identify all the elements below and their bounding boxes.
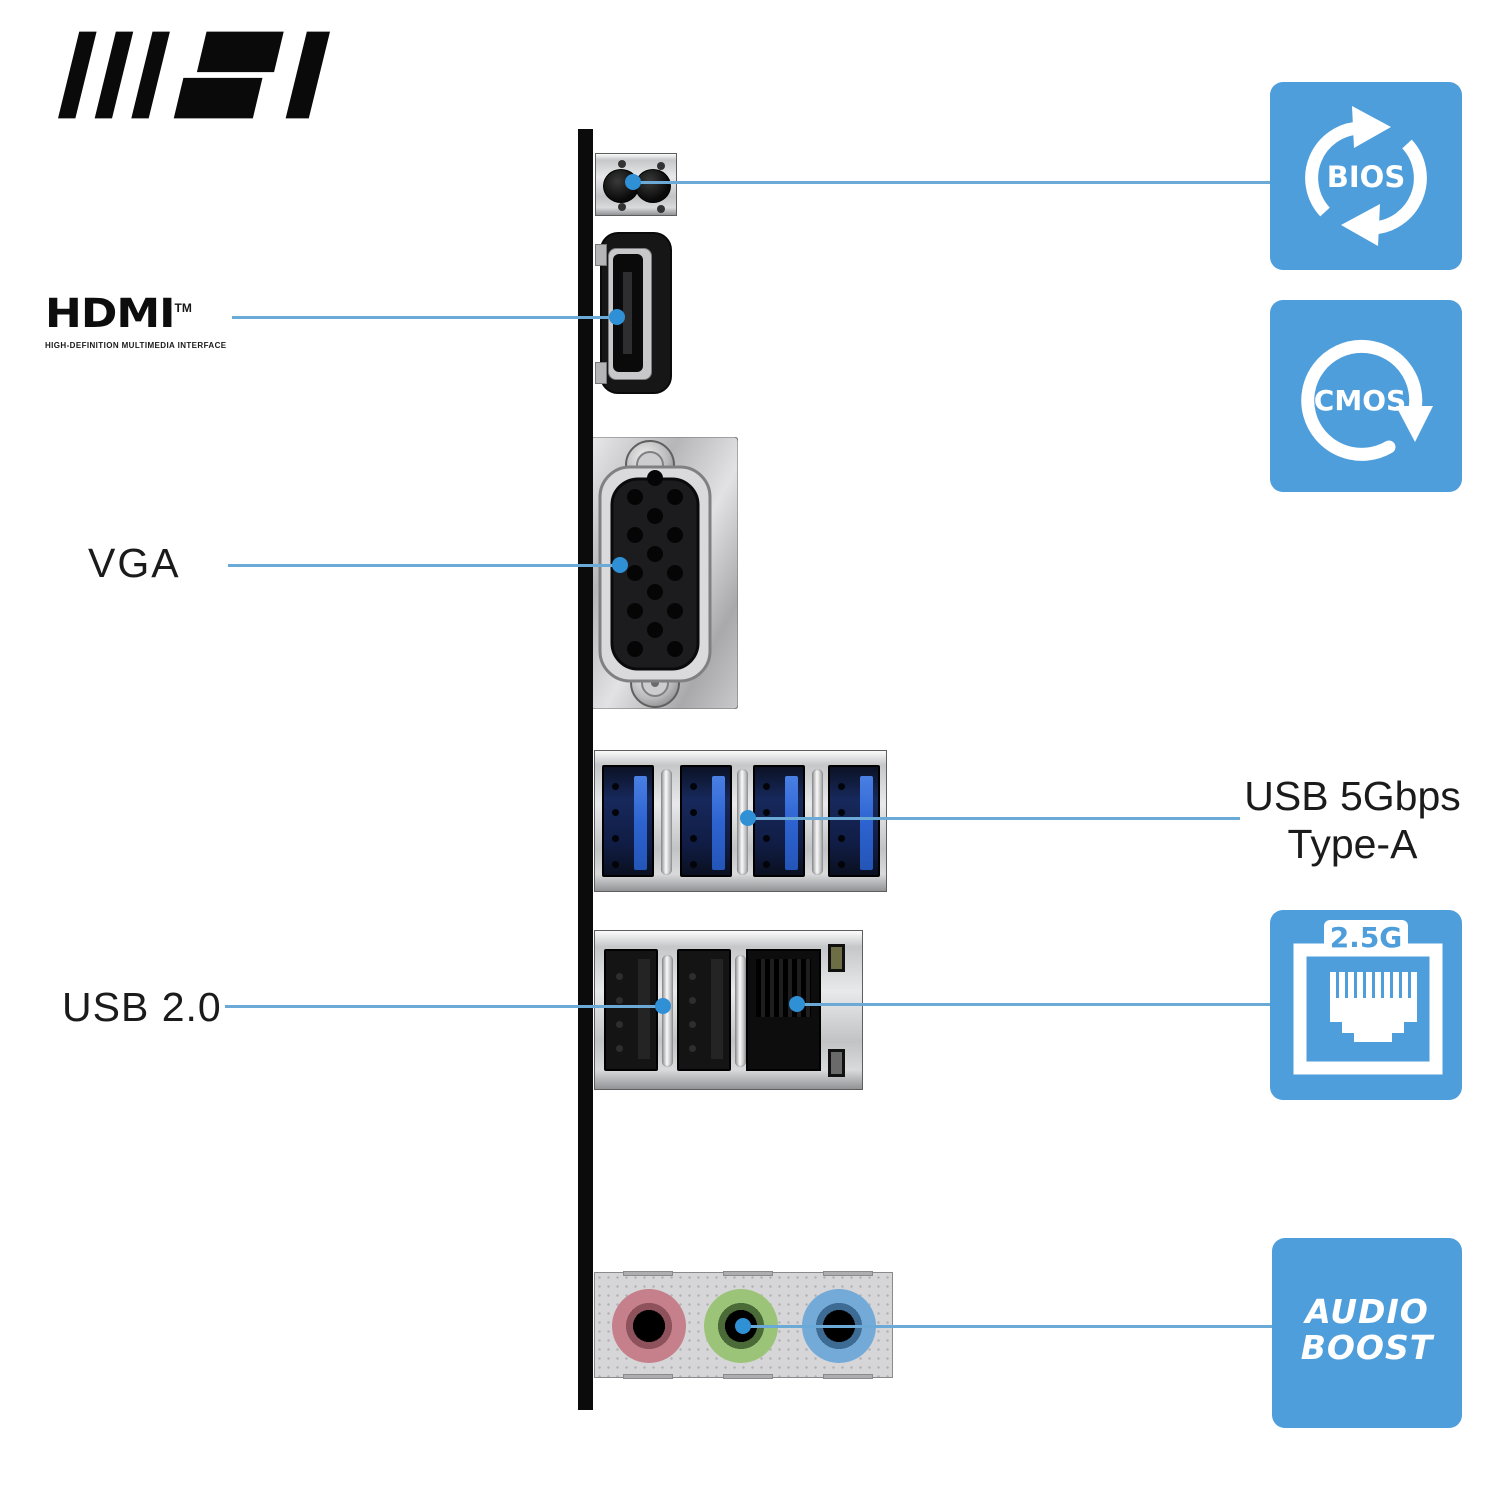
lan-led-link xyxy=(828,1049,845,1077)
vga-dsub-insert xyxy=(610,477,700,671)
usb5-label: USB 5Gbps Type-A xyxy=(1235,772,1470,869)
usb3-tongue xyxy=(785,776,798,870)
bios-callout-dot xyxy=(625,174,641,190)
plate-tab xyxy=(723,1374,773,1379)
usb5-label-line2: Type-A xyxy=(1287,821,1418,868)
plate-tab xyxy=(723,1271,773,1276)
hdmi-tm-mark: TM xyxy=(174,301,192,315)
usb5-callout-dot xyxy=(740,810,756,826)
screw-dot xyxy=(657,205,665,213)
audio-boost-line2: BOOST xyxy=(1300,1328,1434,1368)
usb3-port-2 xyxy=(680,765,732,877)
bios-button-plate xyxy=(595,153,677,216)
bios-arrowhead xyxy=(1352,106,1391,148)
rj45-pins xyxy=(1330,972,1417,998)
lan-2-5g-icon: 2.5G xyxy=(1270,910,1462,1100)
usb3-pins xyxy=(690,783,697,790)
usb2-port-1 xyxy=(604,949,658,1071)
vga-callout-dot xyxy=(612,557,628,573)
usb3-pins xyxy=(838,783,845,790)
lan-callout-dot xyxy=(789,996,805,1012)
cmos-arrow-arc xyxy=(1301,339,1423,461)
hdmi-label-group: HDMITM HIGH-DEFINITION MULTIMEDIA INTERF… xyxy=(45,290,275,350)
audio-boost-line1: AUDIO xyxy=(1305,1292,1429,1331)
msi-logo xyxy=(58,30,330,120)
hdmi-subtitle: HIGH-DEFINITION MULTIMEDIA INTERFACE xyxy=(45,341,227,350)
cmos-reset-icon: CMOS xyxy=(1270,300,1462,492)
hdmi-clip xyxy=(595,244,607,266)
usb3-port-1 xyxy=(602,765,654,877)
rj45-body xyxy=(1330,998,1417,1042)
usb3-tongue xyxy=(712,776,725,870)
vga-label: VGA xyxy=(88,540,181,586)
bios-arrow-arc xyxy=(1305,121,1361,217)
io-shield-edge xyxy=(578,129,593,1410)
usb3-tongue xyxy=(860,776,873,870)
usb3-port-3 xyxy=(753,765,805,877)
usb2-tongue xyxy=(638,959,650,1059)
usb2-callout-line xyxy=(225,1005,663,1008)
usb3-pins xyxy=(612,783,619,790)
msi-logo-graphic xyxy=(58,31,330,119)
hdmi-port-pins xyxy=(623,272,632,354)
lan-callout-line xyxy=(797,1003,1270,1006)
usb2-lan-block xyxy=(594,930,863,1090)
usb2-port-2 xyxy=(677,949,731,1071)
vga-callout-line xyxy=(228,564,620,567)
usb2-callout-dot xyxy=(655,998,671,1014)
mic-in-jack xyxy=(612,1289,686,1363)
divider-groove xyxy=(735,955,746,1067)
hdmi-callout-dot xyxy=(609,309,625,325)
hdmi-callout-line xyxy=(232,316,617,319)
bios-arrowhead xyxy=(1341,204,1380,246)
bios-icon-label: BIOS xyxy=(1327,160,1405,194)
screw-dot xyxy=(618,160,626,168)
usb2-pins xyxy=(689,973,696,980)
plate-tab xyxy=(623,1374,673,1379)
plate-tab xyxy=(623,1271,673,1276)
screw-dot xyxy=(618,203,626,211)
vga-port xyxy=(590,437,738,709)
usb5-label-line1: USB 5Gbps xyxy=(1244,773,1461,819)
audio-boost-icon: AUDIO BOOST xyxy=(1272,1238,1462,1428)
lan-port xyxy=(746,949,821,1071)
bios-flash-icon: BIOS xyxy=(1270,82,1462,270)
audio-callout-dot xyxy=(735,1318,751,1334)
screw-dot xyxy=(657,162,665,170)
bios-callout-line xyxy=(633,181,1270,184)
cmos-icon-label: CMOS xyxy=(1314,384,1406,417)
plate-tab xyxy=(823,1271,873,1276)
vga-pin-holes xyxy=(627,470,683,657)
usb5-callout-line xyxy=(748,817,1240,820)
hdmi-clip xyxy=(595,362,607,384)
lan-led-activity xyxy=(828,944,845,972)
hdmi-logo-text: HDMI xyxy=(45,290,176,337)
usb2-label: USB 2.0 xyxy=(62,984,222,1030)
usb2-tongue xyxy=(711,959,723,1059)
usb3-port-4 xyxy=(828,765,880,877)
usb2-pins xyxy=(616,973,623,980)
usb3-pins xyxy=(763,783,770,790)
clear-cmos-button xyxy=(635,169,671,203)
plate-tab xyxy=(823,1374,873,1379)
cmos-arrowhead xyxy=(1396,406,1433,442)
divider-groove xyxy=(812,769,823,875)
audio-callout-line xyxy=(743,1325,1272,1328)
lan-icon-label: 2.5G xyxy=(1330,921,1403,954)
usb3-tongue xyxy=(634,776,647,870)
lan-speed-badge xyxy=(1324,920,1408,954)
divider-groove xyxy=(661,769,672,875)
bios-arrow-arc xyxy=(1371,139,1427,235)
